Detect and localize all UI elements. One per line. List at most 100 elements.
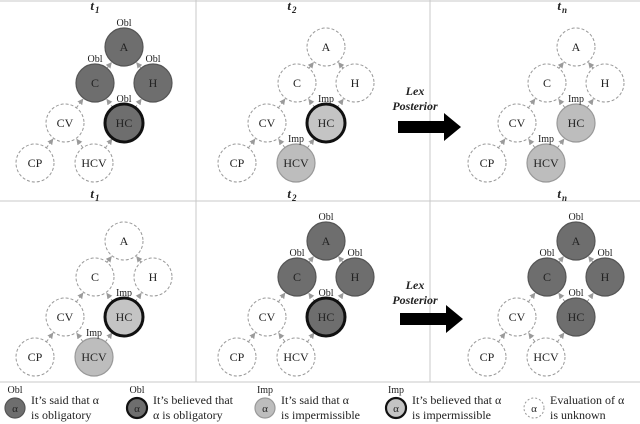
node-circle <box>526 337 566 377</box>
node-label: C <box>293 270 301 284</box>
time-label-t2-top: t 2 <box>287 0 297 15</box>
time-label-sub: 1 <box>95 5 100 15</box>
big-arrow-icon <box>398 113 461 141</box>
node-circle <box>74 337 114 377</box>
node-cv: CV <box>497 297 537 337</box>
node-label: H <box>601 270 610 284</box>
node-label: H <box>351 76 360 90</box>
legend-text-line1: It’s said that α <box>281 393 350 407</box>
node-h: H <box>133 257 173 297</box>
node-label: HC <box>568 116 585 130</box>
node-tag: Obl <box>146 54 161 65</box>
node-label: HC <box>568 310 585 324</box>
node-cp: CP <box>15 143 55 183</box>
edge-hcv-to-cv <box>278 138 286 148</box>
node-label: C <box>91 76 99 90</box>
node-circle <box>104 27 144 67</box>
node-hcv: HCV Imp <box>276 134 316 183</box>
edge-h-to-a <box>136 256 143 263</box>
node-tag: Imp <box>288 134 304 145</box>
legend-text-line2: is impermissible <box>281 408 360 422</box>
edge-cv-to-c <box>528 292 536 303</box>
node-a: A <box>104 221 144 261</box>
legend-swatch <box>4 397 26 419</box>
node-label: CV <box>509 116 526 130</box>
edge-cv-to-c <box>528 98 536 109</box>
node-label: HC <box>318 310 335 324</box>
node-circle <box>103 296 145 338</box>
edge-c-to-a <box>105 256 112 263</box>
node-circle <box>45 297 85 337</box>
node-hcv: HCV <box>276 337 316 377</box>
node-circle <box>133 63 173 103</box>
node-hcv: HCV <box>526 337 566 377</box>
node-label: HCV <box>283 156 309 170</box>
node-tag: Imp <box>568 94 584 105</box>
node-label: H <box>351 270 360 284</box>
node-circle <box>305 102 347 144</box>
node-tag: Obl <box>319 288 334 299</box>
legend-swatch <box>523 397 545 419</box>
time-label-tn-bottom: t n <box>557 186 567 203</box>
node-circle <box>276 337 316 377</box>
node-circle <box>15 337 55 377</box>
node-circle <box>335 63 375 103</box>
node-tag: Obl <box>569 288 584 299</box>
legend-tag: Obl <box>130 385 145 396</box>
node-circle <box>556 297 596 337</box>
node-label: HC <box>116 310 133 324</box>
node-label: CV <box>259 116 276 130</box>
edge-hcv-to-cv <box>278 332 286 342</box>
edge-cv-to-c <box>277 292 286 303</box>
time-label-tn-top: t n <box>557 0 567 15</box>
node-a: A <box>556 27 596 67</box>
time-label-base: t <box>90 0 94 13</box>
node-circle <box>527 63 567 103</box>
edge-hc-to-c <box>558 98 566 108</box>
legend-text-line2: is impermissible <box>412 408 491 422</box>
legend-tag: Imp <box>388 385 404 396</box>
node-circle <box>467 143 507 183</box>
node-label: C <box>543 270 551 284</box>
edge-hc-to-c <box>308 98 316 108</box>
node-cv: CV <box>45 103 85 143</box>
edge-hc-to-c <box>558 292 566 302</box>
node-label: CP <box>230 350 245 364</box>
posterior-label: Posterior <box>392 293 438 307</box>
edge-hcv-to-hc <box>306 332 315 343</box>
edge-hcv-to-hc <box>557 332 565 343</box>
node-label: CV <box>509 310 526 324</box>
edge-cv-to-c <box>76 292 84 303</box>
edge-hcv-to-hc <box>557 138 565 149</box>
node-label: CV <box>57 310 74 324</box>
edge-h-to-a <box>338 256 345 263</box>
edge-h-to-a <box>136 62 143 69</box>
edge-hc-to-h <box>586 98 594 108</box>
node-cv: CV <box>247 103 287 143</box>
time-label-sub: 1 <box>95 193 100 203</box>
node-circle <box>75 63 115 103</box>
node-a: A <box>306 27 346 67</box>
time-label-sub: 2 <box>291 193 297 203</box>
legend-text-line2: α is obligatory <box>153 408 223 422</box>
time-label-base: t <box>287 186 291 201</box>
legend-text-line1: Evaluation of α <box>550 393 625 407</box>
node-label: C <box>91 270 99 284</box>
node-tag: Imp <box>538 134 554 145</box>
edge-hcv-to-hc <box>306 138 315 149</box>
time-label-sub: n <box>562 193 567 203</box>
node-circle <box>556 221 596 261</box>
legend-symbol: α <box>393 403 399 415</box>
node-tag: Obl <box>290 248 305 259</box>
edge-c-to-a <box>307 62 314 69</box>
node-circle <box>306 221 346 261</box>
node-label: H <box>601 76 610 90</box>
edge-cp-to-cv <box>247 138 256 149</box>
